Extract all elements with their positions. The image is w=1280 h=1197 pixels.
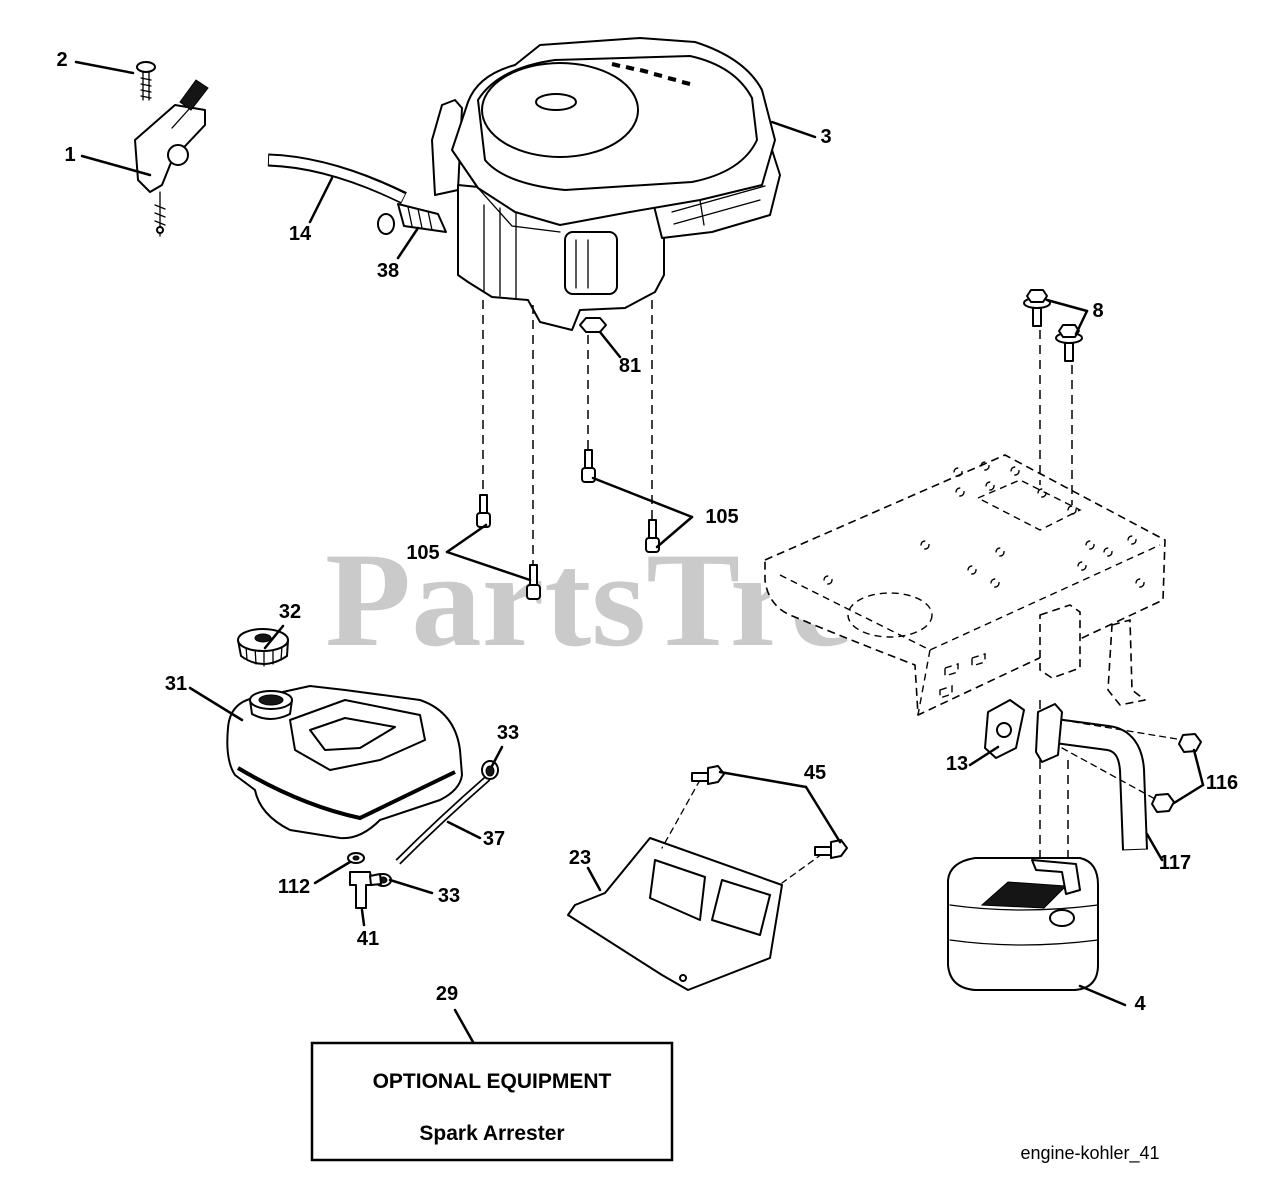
muffler-bracket [1031, 859, 1081, 895]
callout-29: 29 [436, 983, 458, 1005]
fuel-line [267, 153, 407, 204]
diagram-id: engine-kohler_41 [1020, 1143, 1159, 1164]
throttle-lever [179, 79, 209, 111]
cable-end [156, 226, 164, 234]
callout-23: 23 [569, 847, 591, 869]
washer-112 [347, 852, 365, 864]
oil-fill-tube [431, 99, 463, 196]
muffler-seams [949, 904, 1099, 946]
starter-lines [575, 239, 589, 289]
fuel-fitting [377, 203, 447, 235]
callout-14: 14 [289, 223, 312, 245]
callout-13: 13 [946, 753, 968, 775]
callout-38: 38 [377, 260, 399, 282]
tank-inner-recess [309, 717, 396, 751]
callout-81: 81 [619, 355, 641, 377]
frame-slots [939, 653, 986, 699]
cover-vents [611, 62, 691, 86]
callout-117: 117 [1159, 852, 1191, 874]
callout-8: 8 [1092, 300, 1103, 322]
fuel-hose [395, 775, 491, 865]
frame-large-hole [847, 592, 933, 638]
throttle-lever-arm [171, 107, 191, 129]
callout-1: 1 [64, 144, 75, 166]
shield-plate [567, 837, 783, 991]
frame-edges [779, 544, 1161, 716]
pipe-flange [1035, 703, 1063, 763]
hose-clamp-upper [481, 760, 499, 780]
exhaust-nuts [1151, 733, 1202, 813]
callout-105-left: 105 [406, 542, 439, 564]
callout-45: 45 [804, 762, 826, 784]
callouts: 2 1 14 38 3 8 81 105 105 32 31 33 37 45 … [56, 49, 1238, 1015]
shield-window-right [711, 879, 771, 936]
frame-cutout [976, 479, 1082, 531]
fitting-threads [407, 206, 433, 231]
callout-41: 41 [357, 928, 379, 950]
leader-lines [74, 60, 1205, 1044]
shield-window-left [649, 859, 706, 921]
frame-bolts [1023, 289, 1083, 362]
engine-bolts [476, 449, 660, 600]
fitting-clip [377, 213, 395, 235]
callout-32: 32 [279, 601, 301, 623]
callout-31: 31 [165, 673, 187, 695]
throttle-cable [154, 191, 166, 237]
exhaust-pipe [1035, 703, 1184, 851]
optional-equipment-box: OPTIONAL EQUIPMENT Spark Arrester [310, 1041, 674, 1162]
muffler [947, 857, 1099, 991]
throttle-control [134, 61, 209, 237]
callout-3: 3 [820, 126, 831, 148]
housing-edge [477, 187, 705, 233]
tank-band [236, 766, 456, 821]
nut-81 [579, 317, 607, 333]
heat-shield [567, 837, 783, 991]
throttle-knob [167, 144, 189, 166]
exhaust-gasket [984, 699, 1025, 759]
air-cleaner-knob [535, 93, 577, 111]
callout-116: 116 [1206, 772, 1238, 794]
frame-side-bracket [1107, 619, 1146, 706]
engine-alignment-lines [482, 300, 653, 565]
screw-thread [140, 71, 152, 101]
cap-ridges [245, 645, 283, 667]
optional-equipment-frame [310, 1041, 674, 1162]
screw-head [136, 61, 156, 73]
crankcase-ribs [483, 204, 517, 299]
optional-equipment-item: Spark Arrester [419, 1122, 564, 1145]
frame-holes [823, 461, 1145, 588]
callout-112: 112 [278, 876, 310, 898]
fitting-body [397, 203, 447, 233]
callout-33-lower: 33 [438, 885, 460, 907]
engine [431, 37, 781, 331]
callout-33-upper: 33 [497, 722, 519, 744]
callout-105-right: 105 [705, 506, 738, 528]
frame-bracket [1039, 604, 1081, 679]
optional-equipment-heading: OPTIONAL EQUIPMENT [373, 1070, 612, 1093]
muffler-outlet [1049, 909, 1075, 927]
fuel-tank [226, 685, 463, 840]
frame-outline [764, 454, 1166, 716]
starter-motor [564, 231, 618, 295]
tractor-frame [764, 454, 1166, 716]
frame-alignment-lines [1039, 330, 1073, 860]
callout-37: 37 [483, 828, 505, 850]
fuel-fitting-41 [349, 871, 382, 909]
callout-2: 2 [56, 49, 67, 71]
callout-4: 4 [1134, 993, 1146, 1015]
fuel-cap [237, 628, 289, 667]
